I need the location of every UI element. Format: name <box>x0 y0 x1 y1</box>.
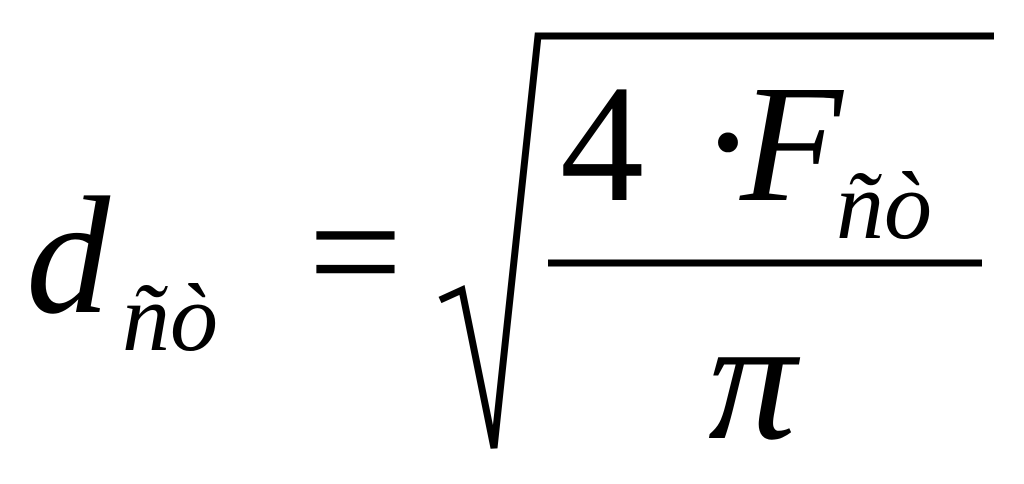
multiply-dot: · <box>700 49 756 235</box>
equals-sign: = <box>308 159 403 345</box>
denominator-pi: π <box>708 282 797 477</box>
lhs-subscript: ñò <box>122 264 218 371</box>
numerator-subscript: ñò <box>836 152 932 259</box>
numerator-coefficient: 4 <box>560 51 644 237</box>
radical-stroke <box>438 32 994 449</box>
numerator-variable: F <box>740 51 843 237</box>
lhs-variable: d <box>26 163 110 349</box>
